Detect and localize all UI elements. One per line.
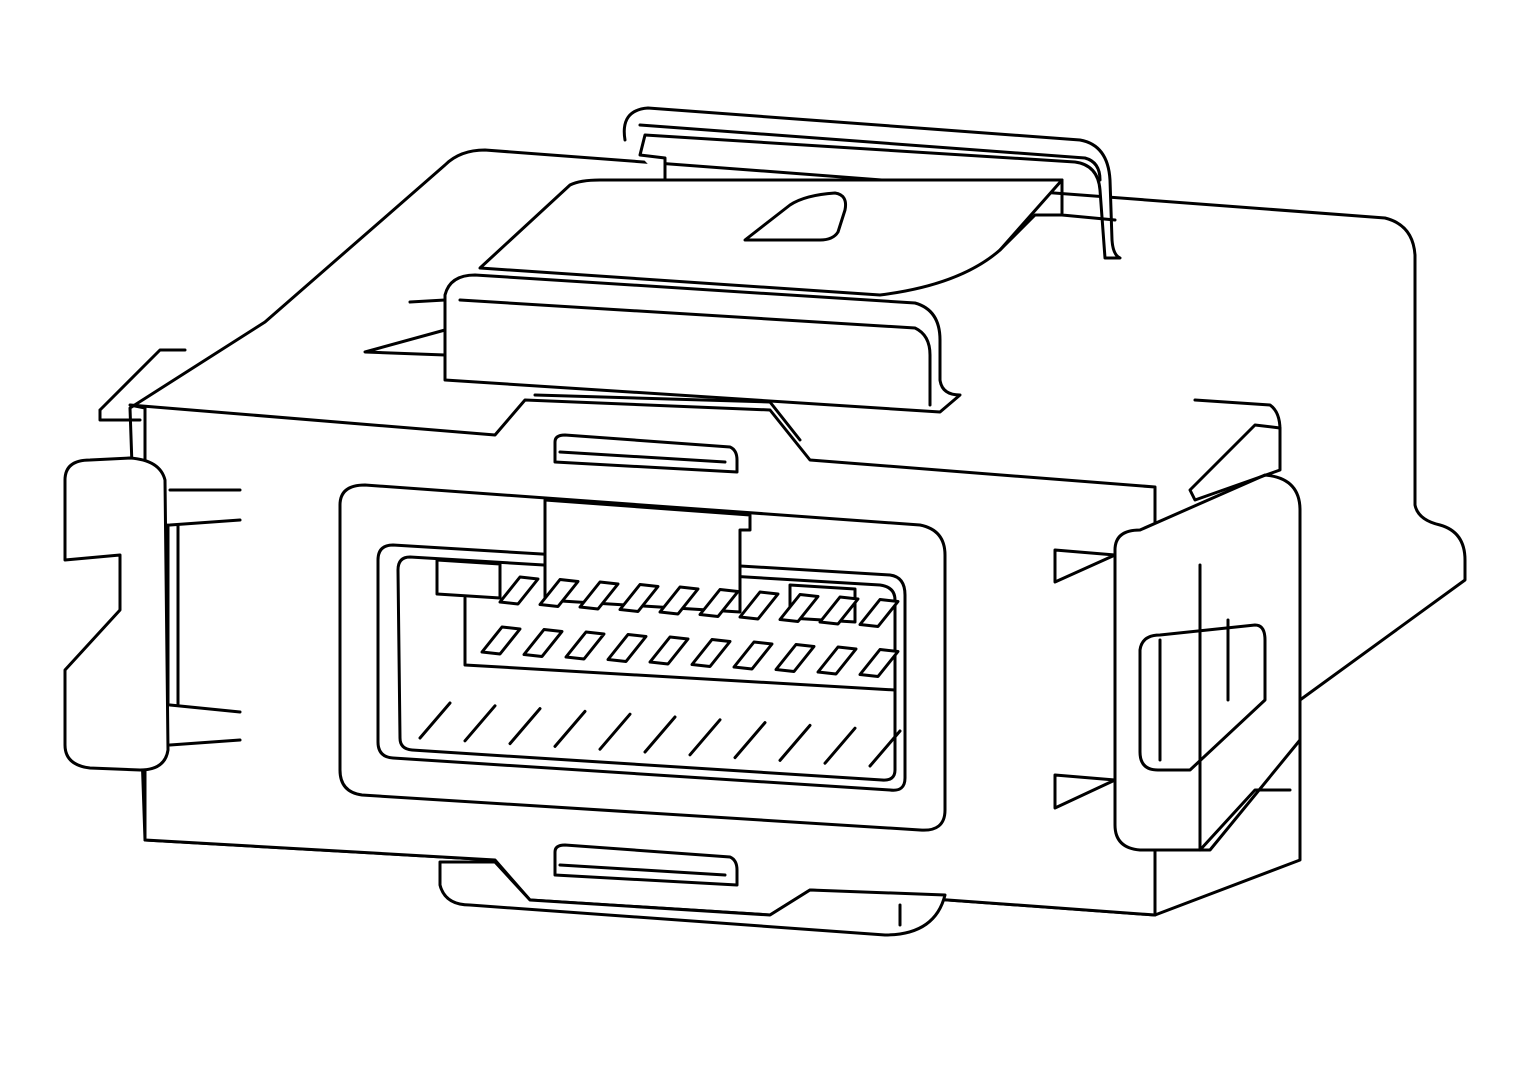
pin-top (498, 575, 540, 606)
hatch-line (778, 723, 812, 762)
bottom-lip (438, 860, 947, 937)
pin-bottom (564, 630, 606, 661)
pin-bottom (732, 640, 774, 671)
hatch-line (418, 701, 452, 740)
left-clip-lines (98, 348, 242, 747)
hatch-line (553, 709, 587, 748)
release-bar-line (363, 298, 932, 407)
floor-hatch (418, 701, 902, 768)
pin-bottom (774, 643, 816, 673)
pin-bottom (690, 638, 732, 668)
pin-bottom (606, 633, 648, 663)
pin-top (538, 578, 580, 608)
key-left-block (435, 558, 502, 600)
lock-tab-icon (743, 191, 847, 242)
hatch-line (823, 726, 857, 765)
left-clip (63, 456, 170, 772)
lower-slot-inner (558, 863, 727, 877)
top-latch (622, 106, 1122, 260)
release-bar (443, 273, 962, 414)
pin-bottom (858, 648, 900, 678)
inner-floor-line (463, 596, 897, 692)
hatch-line (868, 729, 902, 768)
pin-bottom (522, 628, 564, 658)
pin-bottom (816, 645, 858, 676)
hatch-line (598, 712, 632, 751)
upper-slot-inner (558, 450, 727, 464)
pin-top (578, 580, 620, 611)
pin-top (658, 585, 700, 616)
opening-inner (396, 555, 897, 782)
pin-top (818, 595, 860, 626)
right-clip-window (1138, 623, 1267, 772)
hatch-line (643, 715, 677, 754)
hatch-line (463, 704, 497, 743)
pin-top (778, 593, 820, 623)
hatch-line (688, 718, 722, 757)
lock-ramp-edge (998, 178, 1117, 252)
right-clip-lines (1053, 423, 1292, 852)
hatch-line (508, 707, 542, 746)
front-face-bevel (533, 393, 1282, 442)
pin-top (858, 598, 900, 628)
pin-bottom (648, 635, 690, 666)
lower-slot (553, 843, 739, 887)
pin-group (480, 575, 900, 678)
pin-top (618, 583, 660, 613)
pin-bottom (480, 625, 522, 656)
pin-top (698, 588, 740, 618)
hatch-line (733, 721, 767, 760)
upper-slot (553, 433, 739, 474)
pin-top (738, 590, 780, 621)
top-latch-inner (638, 123, 1102, 182)
